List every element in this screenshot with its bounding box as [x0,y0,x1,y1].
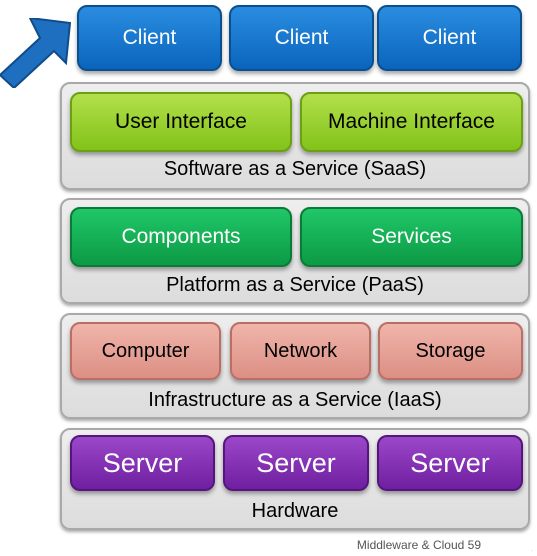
server-box-2: Server [223,435,369,491]
components-label: Components [121,225,241,248]
storage-box: Storage [378,322,523,380]
user-interface-box: User Interface [70,92,292,152]
components-box: Components [70,207,292,267]
services-label: Services [371,225,452,248]
slide-footer: Middleware & Cloud 59 [356,538,481,552]
client-box-2: Client [229,5,374,71]
computer-box: Computer [70,322,221,380]
network-box: Network [230,322,371,380]
saas-layer-label: Software as a Service (SaaS) [163,158,427,180]
client-box-3: Client [377,5,522,71]
corner-mark: · [531,548,533,554]
machine-interface-label: Machine Interface [328,110,495,133]
computer-label: Computer [101,339,190,362]
hardware-layer-label: Hardware [251,500,339,522]
server-label: Server [256,447,336,478]
network-label: Network [263,339,338,362]
paas-layer-label: Platform as a Service (PaaS) [166,274,424,296]
server-box-1: Server [70,435,215,491]
client-label: Client [122,26,177,49]
machine-interface-box: Machine Interface [300,92,523,152]
arrow-icon [0,18,72,88]
iaas-layer-label: Infrastructure as a Service (IaaS) [148,389,442,411]
server-label: Server [102,447,183,478]
server-label: Server [410,447,490,478]
server-box-3: Server [377,435,523,491]
services-box: Services [300,207,523,267]
client-label: Client [422,26,477,49]
client-box-1: Client [77,5,222,71]
client-label: Client [274,26,329,49]
user-interface-label: User Interface [115,110,247,133]
storage-label: Storage [415,339,486,362]
